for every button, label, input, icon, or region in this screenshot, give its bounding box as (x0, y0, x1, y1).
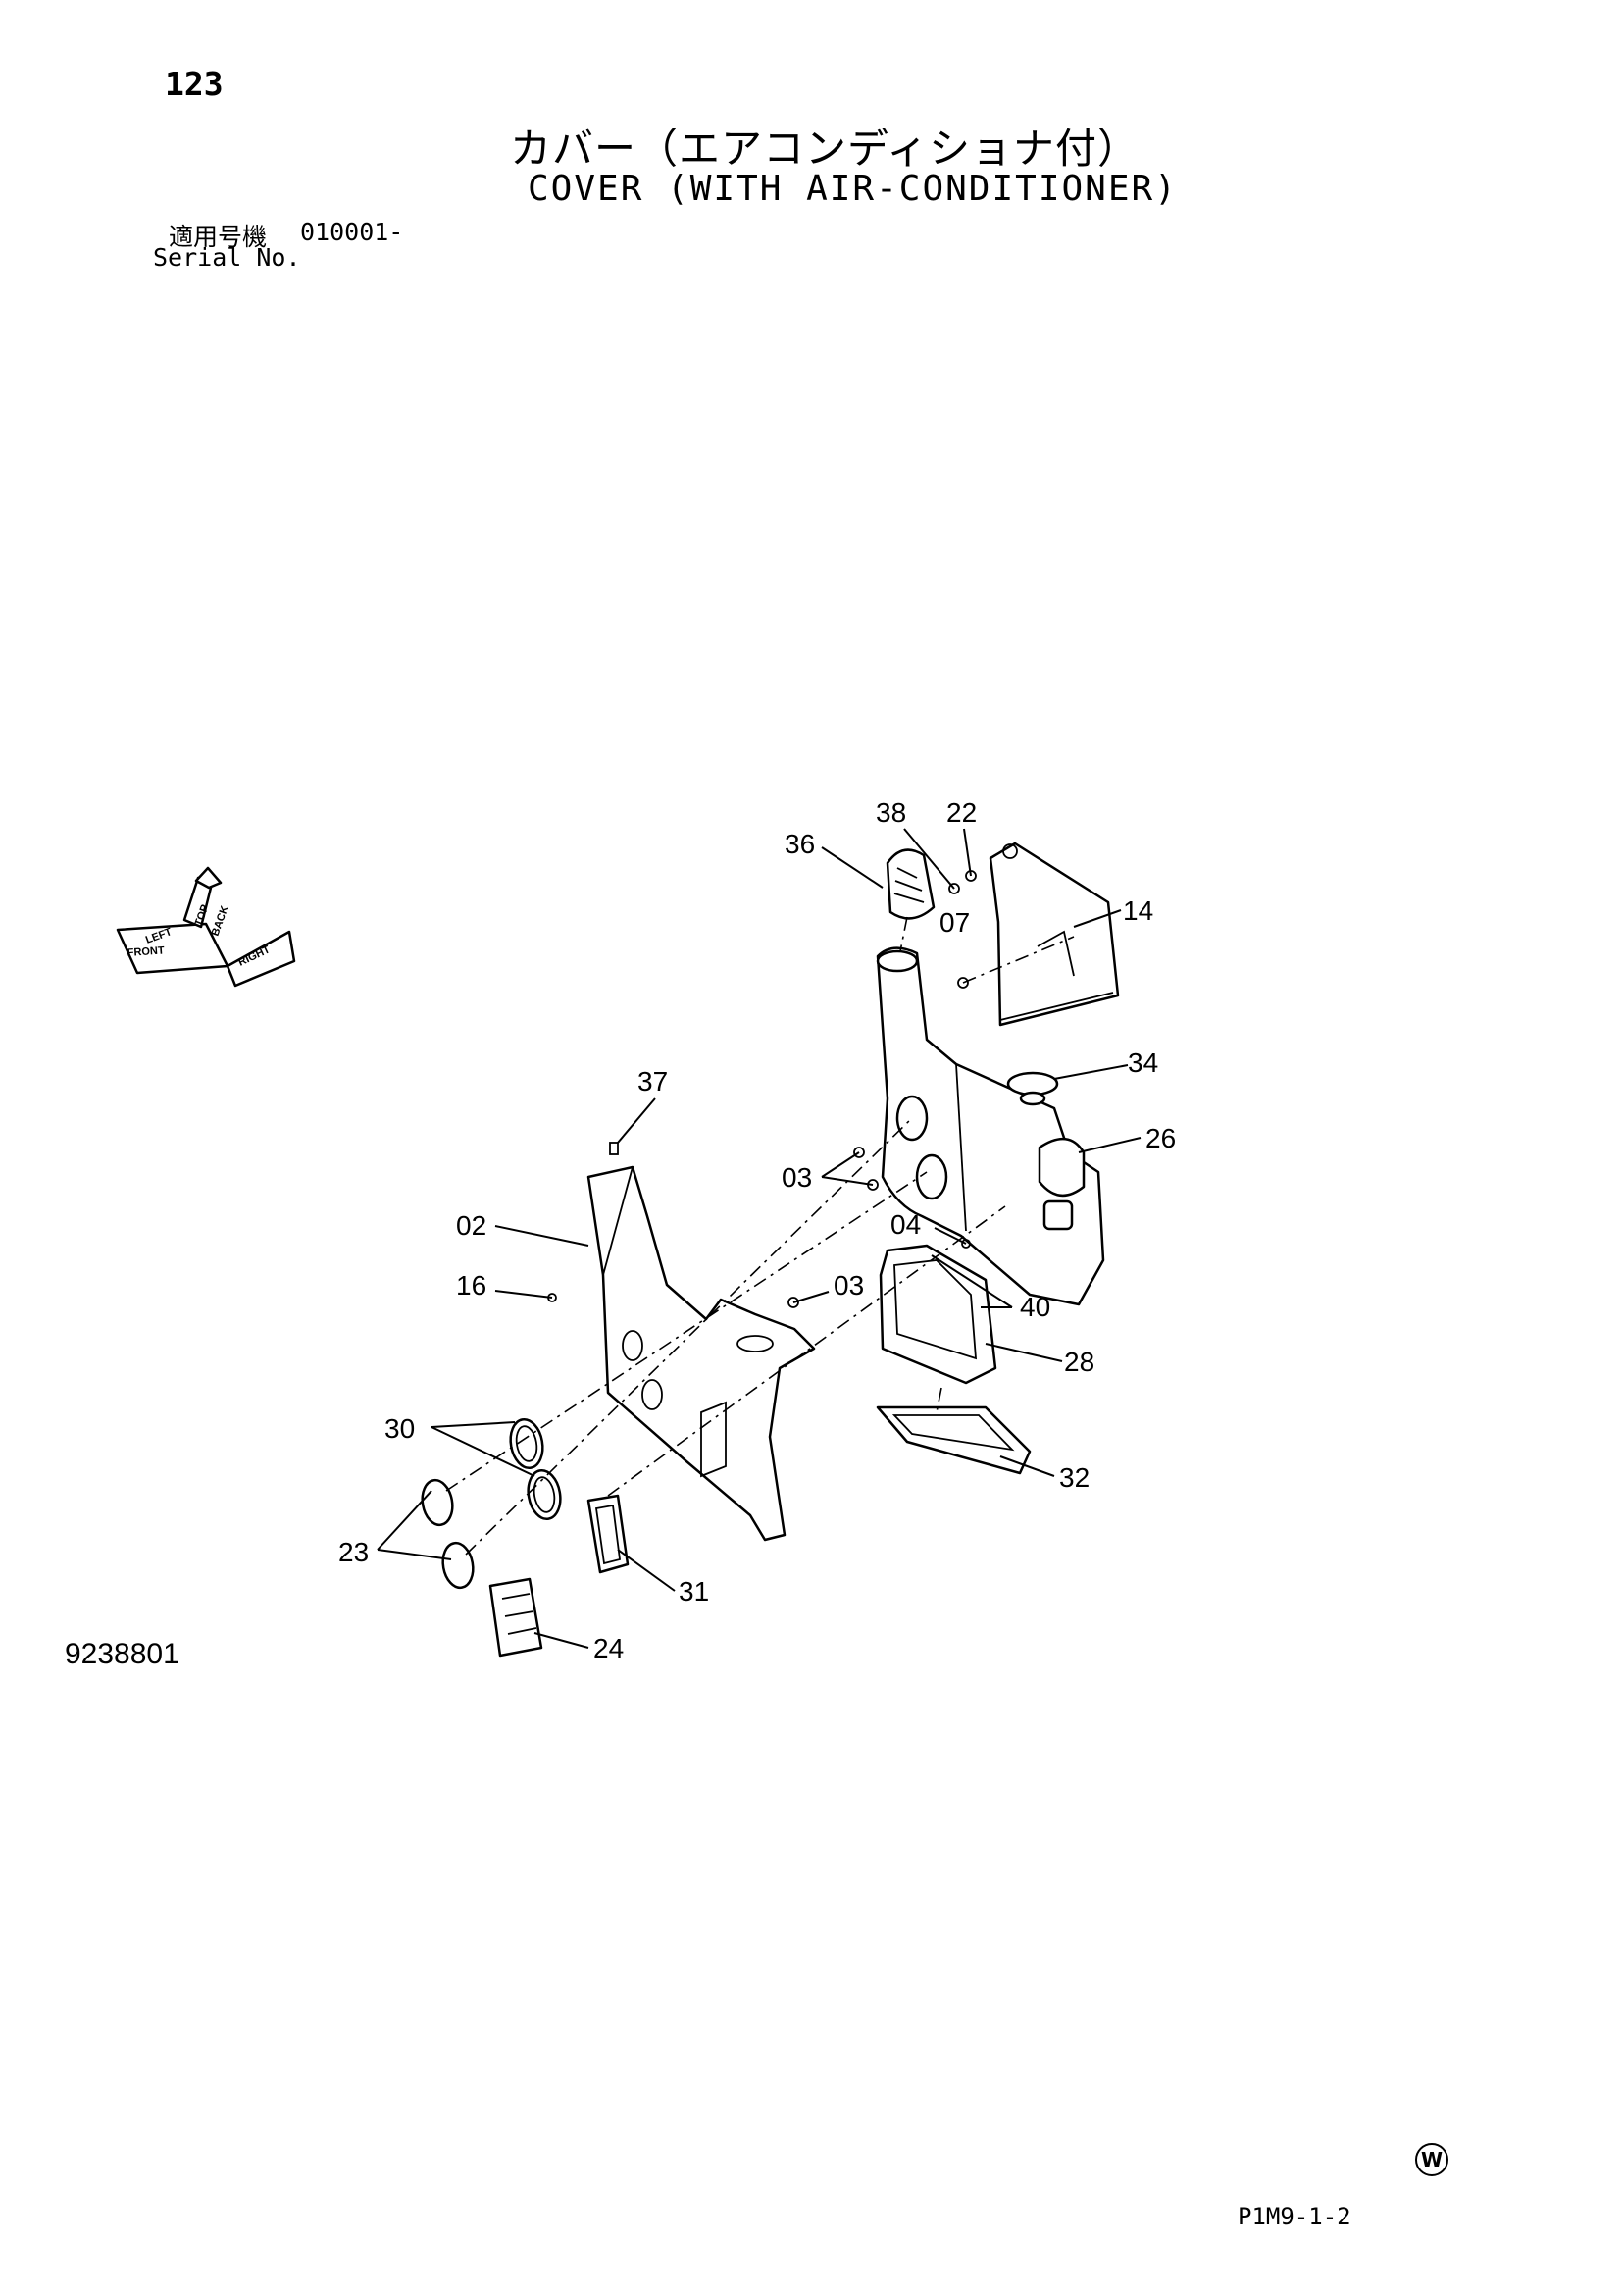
title-english: COVER (WITH AIR-CONDITIONER) (528, 169, 1178, 209)
callout-38: 38 (876, 797, 906, 828)
w-mark-symbol: W (1415, 2143, 1448, 2176)
part-32-frame (876, 1405, 1032, 1475)
drawing-number: 9238801 (65, 1638, 179, 1670)
part-38-screw (948, 883, 960, 894)
part-37-clip (609, 1142, 619, 1155)
part-07-screw (957, 977, 969, 989)
callout-28: 28 (1064, 1347, 1094, 1377)
callout-37: 37 (637, 1066, 668, 1097)
orientation-symbol: FRONT RIGHT TOP BACK LEFT (116, 866, 296, 988)
callout-02: 02 (456, 1210, 486, 1241)
part-34-cap (1006, 1071, 1059, 1106)
title-japanese: カバー（エアコンディショナ付） (510, 125, 1141, 173)
callout-16: 16 (456, 1270, 486, 1301)
callout-22: 22 (946, 797, 977, 828)
part-31-seal (586, 1494, 630, 1574)
callout-30: 30 (384, 1413, 415, 1444)
callout-07: 07 (939, 907, 970, 938)
callout-40: 40 (1020, 1292, 1050, 1322)
serial-label-japanese: 適用号機 (169, 223, 268, 251)
leader-lines (377, 828, 1142, 1649)
orientation-back-label: BACK (210, 904, 231, 938)
part-03-screw-lower (787, 1297, 799, 1308)
serial-label-english: Serial No. (153, 243, 301, 272)
serial-number-value: 010001- (300, 218, 404, 246)
callout-23: 23 (338, 1537, 369, 1567)
callout-36: 36 (785, 829, 815, 859)
callout-26: 26 (1145, 1123, 1176, 1153)
callout-34: 34 (1128, 1047, 1158, 1078)
callout-03-lower: 03 (834, 1270, 864, 1301)
part-14-panel (989, 842, 1120, 1027)
assembly-lines (445, 916, 1075, 1556)
page-code: P1M9-1-2 (1238, 2203, 1351, 2230)
part-36-vent (886, 848, 936, 920)
callout-32: 32 (1059, 1462, 1090, 1493)
callout-24: 24 (593, 1633, 624, 1663)
part-26-duct (876, 946, 1105, 1306)
part-02-main-cover (586, 1165, 816, 1542)
orientation-front-label: FRONT (127, 944, 165, 959)
part-04-screw (961, 1239, 971, 1249)
part-24-grille (488, 1577, 543, 1658)
part-28-cover (879, 1244, 997, 1385)
callout-04: 04 (890, 1209, 921, 1240)
page-number: 123 (165, 65, 224, 103)
callout-14: 14 (1123, 895, 1153, 926)
callout-03-upper: 03 (782, 1162, 812, 1193)
callout-labels: 36 38 22 14 07 34 26 37 03 04 02 16 03 4… (338, 797, 1176, 1663)
callout-31: 31 (679, 1576, 709, 1607)
